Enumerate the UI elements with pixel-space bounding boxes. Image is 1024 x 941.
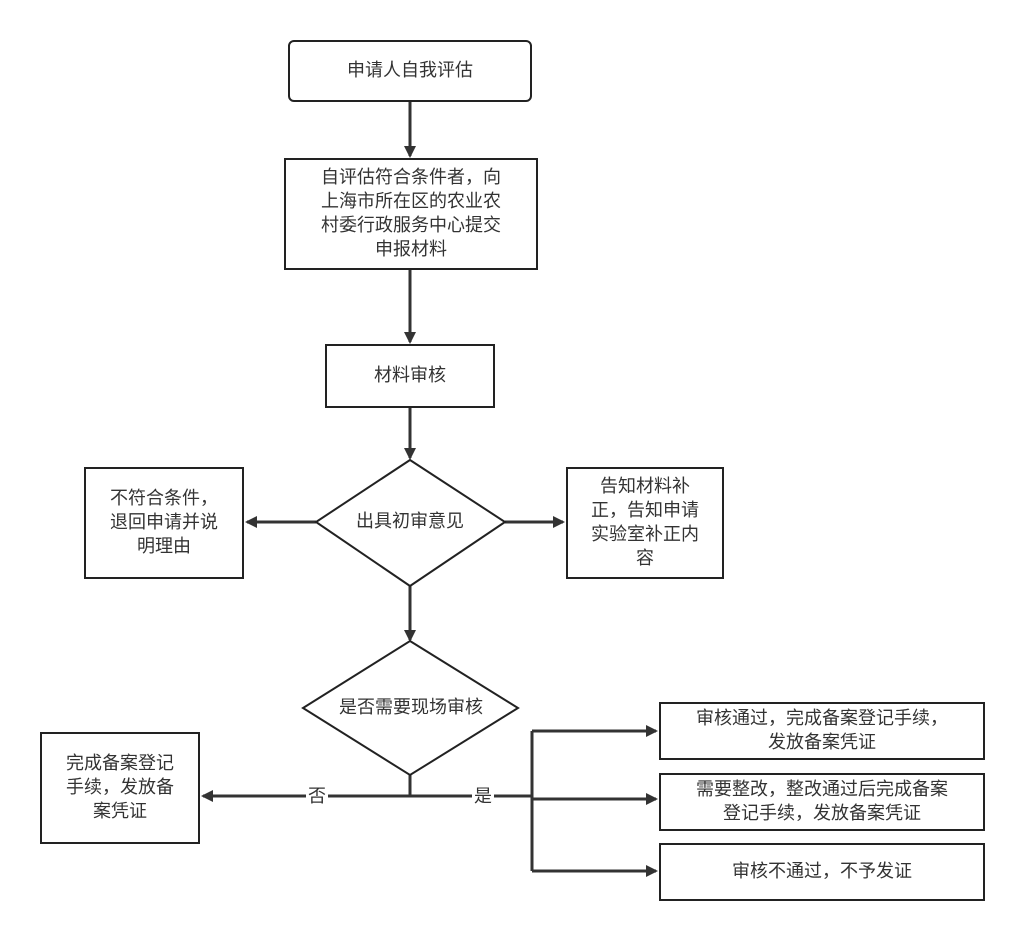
node-complete-no-check-label: 完成备案登记 手续，发放备 案凭证 xyxy=(66,753,174,822)
node-self-assess-label: 申请人自我评估 xyxy=(347,60,473,81)
node-fail-label: 审核不通过，不予发证 xyxy=(732,861,912,882)
node-rectify: 需要整改，整改通过后完成备案 登记手续，发放备案凭证 xyxy=(659,773,985,831)
edge-label-no: 否 xyxy=(306,786,328,807)
diamond-onsite-check xyxy=(301,639,520,777)
node-review: 材料审核 xyxy=(325,344,495,408)
node-supplement-label: 告知材料补 正，告知申请 实验室补正内 容 xyxy=(591,476,699,569)
node-supplement: 告知材料补 正，告知申请 实验室补正内 容 xyxy=(566,467,724,579)
diamond-initial-opinion xyxy=(314,458,507,588)
node-submit-label: 自评估符合条件者，向 上海市所在区的农业农 村委行政服务中心提交 申报材料 xyxy=(321,167,501,260)
node-pass-label: 审核通过，完成备案登记手续， 发放备案凭证 xyxy=(696,708,948,753)
node-initial-opinion: 出具初审意见 xyxy=(330,505,490,539)
node-onsite-check-label: 是否需要现场审核 xyxy=(339,697,483,718)
node-reject: 不符合条件， 退回申请并说 明理由 xyxy=(84,467,244,579)
node-submit: 自评估符合条件者，向 上海市所在区的农业农 村委行政服务中心提交 申报材料 xyxy=(284,158,538,270)
node-initial-opinion-label: 出具初审意见 xyxy=(356,511,464,532)
node-pass: 审核通过，完成备案登记手续， 发放备案凭证 xyxy=(659,702,985,760)
node-self-assess: 申请人自我评估 xyxy=(288,40,532,102)
node-reject-label: 不符合条件， 退回申请并说 明理由 xyxy=(110,488,218,557)
node-rectify-label: 需要整改，整改通过后完成备案 登记手续，发放备案凭证 xyxy=(696,779,948,824)
node-fail: 审核不通过，不予发证 xyxy=(659,843,985,901)
edge-label-yes: 是 xyxy=(472,786,494,807)
node-complete-no-check: 完成备案登记 手续，发放备 案凭证 xyxy=(40,732,200,844)
node-review-label: 材料审核 xyxy=(374,365,446,386)
node-onsite-check: 是否需要现场审核 xyxy=(318,692,504,724)
